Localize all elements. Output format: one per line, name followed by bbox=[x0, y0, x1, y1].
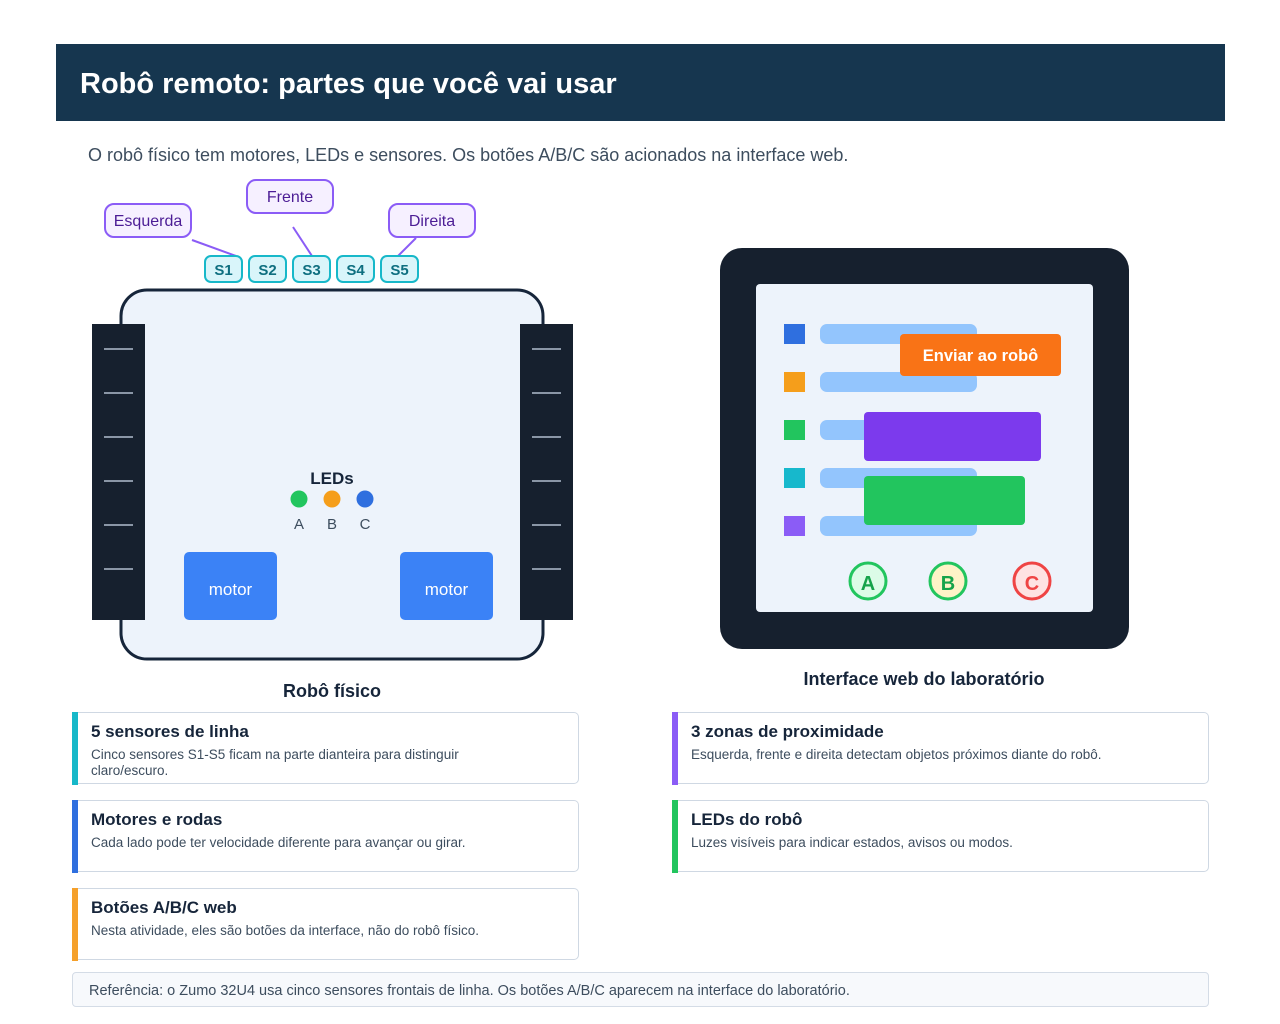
card-description: Nesta atividade, eles são botões da inte… bbox=[91, 923, 479, 938]
send-button-label: Enviar ao robô bbox=[923, 347, 1039, 365]
motor-label: motor bbox=[425, 580, 469, 599]
zone-label-left: Esquerda bbox=[114, 213, 183, 230]
web-button-a[interactable]: A bbox=[848, 561, 888, 601]
led-label: A bbox=[294, 516, 304, 533]
card-title: Motores e rodas bbox=[91, 810, 223, 829]
card-proximity-zones: 3 zonas de proximidade Esquerda, frente … bbox=[672, 711, 1209, 785]
leader-line-left bbox=[191, 239, 237, 257]
web-button-b[interactable]: B bbox=[928, 561, 968, 601]
leader-line-right bbox=[397, 237, 417, 257]
zone-callout-front: Frente bbox=[246, 179, 334, 214]
led-a-light bbox=[290, 490, 308, 508]
reference-text: Referência: o Zumo 32U4 usa cinco sensor… bbox=[89, 983, 850, 999]
robot-caption: Robô físico bbox=[283, 681, 381, 701]
zone-label-right: Direita bbox=[409, 213, 455, 230]
zone-callout-right: Direita bbox=[388, 203, 476, 238]
block-square bbox=[784, 516, 805, 536]
page-title: Robô remoto: partes que você vai usar bbox=[80, 68, 617, 100]
page-header: Robô remoto: partes que você vai usar bbox=[56, 44, 1225, 121]
card-description: Luzes visíveis para indicar estados, avi… bbox=[691, 835, 1013, 850]
card-accent bbox=[672, 799, 678, 873]
card-web-buttons: Botões A/B/C web Nesta atividade, eles s… bbox=[72, 887, 579, 961]
web-button-label: B bbox=[941, 573, 955, 595]
code-line bbox=[820, 372, 977, 392]
web-interface-diagram: Enviar ao robô A B C Interface web do la… bbox=[720, 248, 1129, 689]
sensor-s1: S1 bbox=[204, 255, 243, 283]
sensor-label: S3 bbox=[302, 262, 320, 279]
card-title: Botões A/B/C web bbox=[91, 898, 237, 917]
card-title: 3 zonas de proximidade bbox=[691, 722, 884, 741]
sensor-label: S4 bbox=[346, 262, 365, 279]
card-line-sensors: 5 sensores de linha Cinco sensores S1-S5… bbox=[72, 711, 579, 785]
leader-line-front bbox=[292, 226, 313, 257]
card-accent bbox=[72, 799, 78, 873]
diagram-canvas: Esquerda Frente Direita S1 S2 S3 S4 bbox=[92, 179, 1129, 701]
led-c-light bbox=[356, 490, 374, 508]
motor-right: motor bbox=[400, 552, 493, 620]
block-square bbox=[784, 420, 805, 440]
program-block-purple bbox=[864, 412, 1041, 461]
send-to-robot-button[interactable]: Enviar ao robô bbox=[900, 334, 1061, 376]
track-right bbox=[520, 324, 573, 620]
web-button-c[interactable]: C bbox=[1012, 561, 1052, 601]
program-block-green bbox=[864, 476, 1025, 525]
sensor-label: S5 bbox=[390, 262, 408, 279]
sensor-label: S1 bbox=[214, 262, 232, 279]
card-accent bbox=[72, 711, 78, 785]
sensor-s4: S4 bbox=[336, 255, 375, 283]
block-square bbox=[784, 324, 805, 344]
card-accent bbox=[672, 711, 678, 785]
led-c: C bbox=[356, 490, 374, 533]
block-square bbox=[784, 468, 805, 488]
led-label: C bbox=[360, 516, 371, 533]
robot-diagram: Esquerda Frente Direita S1 S2 S3 S4 bbox=[92, 179, 573, 701]
motor-left: motor bbox=[184, 552, 277, 620]
page-subtitle: O robô físico tem motores, LEDs e sensor… bbox=[88, 145, 849, 165]
sensor-s5: S5 bbox=[380, 255, 419, 283]
web-button-label: C bbox=[1025, 573, 1039, 595]
web-button-label: A bbox=[861, 573, 875, 595]
led-label: B bbox=[327, 516, 337, 533]
card-description: Cinco sensores S1-S5 ficam na parte dian… bbox=[91, 747, 459, 778]
zone-callout-left: Esquerda bbox=[104, 203, 192, 238]
motor-label: motor bbox=[209, 580, 253, 599]
block-square bbox=[784, 372, 805, 392]
sensor-s3: S3 bbox=[292, 255, 331, 283]
reference-note: Referência: o Zumo 32U4 usa cinco sensor… bbox=[72, 972, 1209, 1007]
card-description: Esquerda, frente e direita detectam obje… bbox=[691, 747, 1102, 762]
sensor-s2: S2 bbox=[248, 255, 287, 283]
track-left bbox=[92, 324, 145, 620]
card-title: 5 sensores de linha bbox=[91, 722, 249, 741]
leds-title: LEDs bbox=[310, 469, 353, 488]
web-caption: Interface web do laboratório bbox=[803, 669, 1044, 689]
sensor-label: S2 bbox=[258, 262, 276, 279]
led-b-light bbox=[323, 490, 341, 508]
card-robot-leds: LEDs do robô Luzes visíveis para indicar… bbox=[672, 799, 1209, 873]
card-accent bbox=[72, 887, 78, 961]
led-b: B bbox=[323, 490, 341, 533]
card-title: LEDs do robô bbox=[691, 810, 803, 829]
led-a: A bbox=[290, 490, 308, 533]
card-description: Cada lado pode ter velocidade diferente … bbox=[91, 835, 466, 850]
card-motors: Motores e rodas Cada lado pode ter veloc… bbox=[72, 799, 579, 873]
zone-label-front: Frente bbox=[267, 189, 313, 206]
